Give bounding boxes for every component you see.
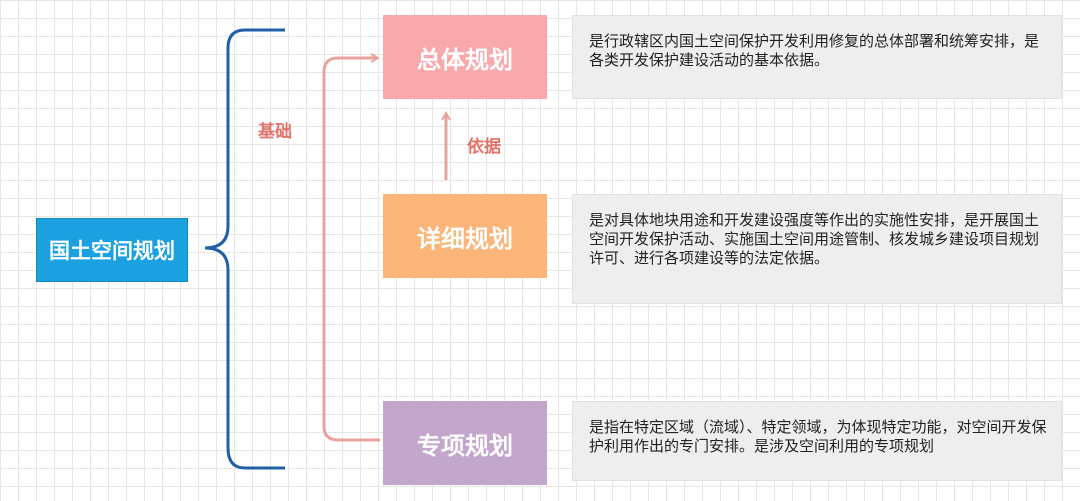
desc-detailed-text: 是对具体地块用途和开发建设强度等作出的实施性安排，是开展国土空间开发保护活动、实… xyxy=(589,211,1040,267)
desc-detailed-planning: 是对具体地块用途和开发建设强度等作出的实施性安排，是开展国土空间开发保护活动、实… xyxy=(572,194,1062,304)
edge-label-basis: 基础 xyxy=(258,122,292,142)
node-special-planning: 专项规划 xyxy=(383,401,547,485)
desc-special-planning: 是指在特定区域（流域）、特定领域，为体现特定功能，对空间开发保护利用作出的专门安… xyxy=(572,401,1062,481)
root-node-label: 国土空间规划 xyxy=(49,239,175,263)
node-special-label: 专项规划 xyxy=(417,431,513,460)
node-detailed-label: 详细规划 xyxy=(417,224,513,253)
node-overall-planning: 总体规划 xyxy=(383,15,547,99)
basis-arrow xyxy=(322,58,380,442)
desc-overall-text: 是行政辖区内国土空间保护开发利用修复的总体部署和统筹安排，是各类开发保护建设活动… xyxy=(589,32,1040,69)
root-node-national-spatial-planning: 国土空间规划 xyxy=(36,218,188,282)
edge-label-according: 依据 xyxy=(467,137,501,157)
node-overall-label: 总体规划 xyxy=(417,45,513,74)
desc-special-text: 是指在特定区域（流域）、特定领域，为体现特定功能，对空间开发保护利用作出的专门安… xyxy=(589,418,1047,455)
node-detailed-planning: 详细规划 xyxy=(383,194,547,278)
brace-bracket xyxy=(204,28,285,470)
desc-overall-planning: 是行政辖区内国土空间保护开发利用修复的总体部署和统筹安排，是各类开发保护建设活动… xyxy=(572,15,1062,99)
